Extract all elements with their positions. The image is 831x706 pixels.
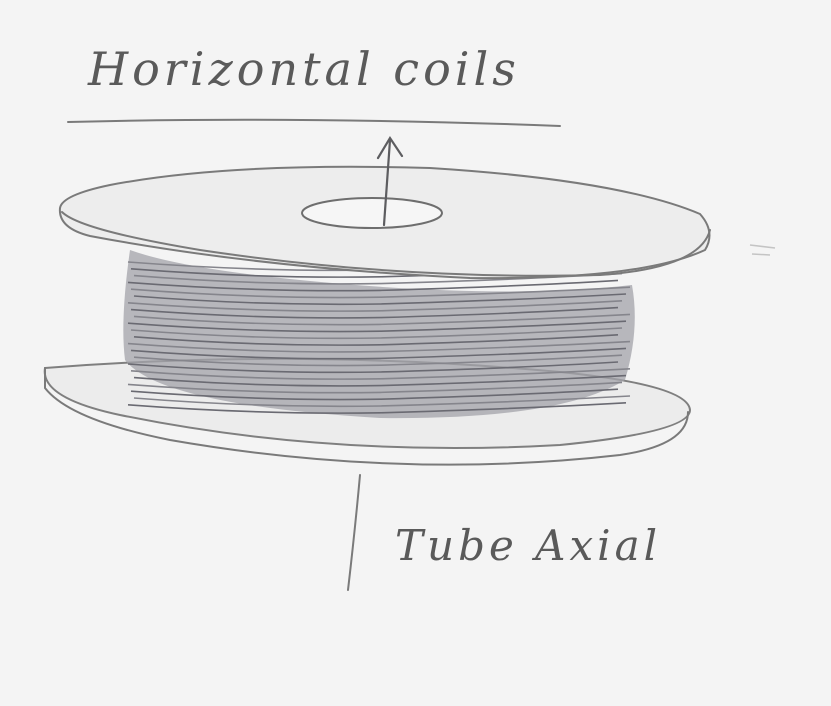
pencil-smudge: [750, 245, 775, 255]
top-label: Horizontal coils: [87, 42, 520, 96]
center-hole: [302, 198, 442, 228]
axial-tube-line: [348, 475, 360, 590]
title-underline: [68, 120, 560, 126]
bottom-label: Tube Axial: [395, 521, 661, 570]
